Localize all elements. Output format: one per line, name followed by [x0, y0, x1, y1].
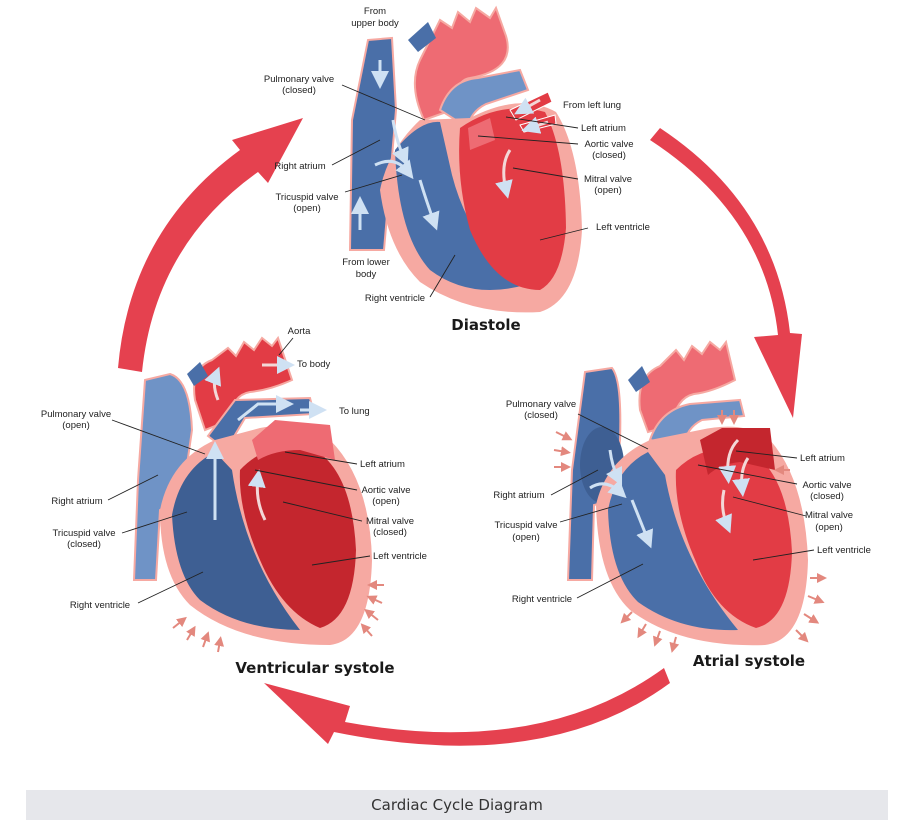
caption-text: Cardiac Cycle Diagram: [371, 796, 543, 814]
label-aortic-valve: Aortic valve: [361, 485, 410, 496]
label-left-ventricle: Left ventricle: [373, 551, 427, 562]
label-to-lung: To lung: [339, 406, 370, 417]
label-pulmonary-valve-state: (closed): [524, 410, 558, 421]
label-from-lower-body-2: body: [356, 269, 377, 280]
title-atrial-systole: Atrial systole: [693, 652, 805, 670]
label-right-atrium: Right atrium: [493, 490, 544, 501]
caption-bar: Cardiac Cycle Diagram: [26, 790, 888, 820]
label-mitral-valve: Mitral valve: [805, 510, 853, 521]
label-right-ventricle: Right ventricle: [512, 594, 572, 605]
label-tricuspid-valve-state: (open): [512, 532, 539, 543]
label-tricuspid-valve: Tricuspid valve: [52, 528, 115, 539]
label-mitral-valve-state: (closed): [373, 527, 407, 538]
label-from-upper-body-2: upper body: [351, 18, 399, 29]
cycle-arrow-to-atrial-systole: [650, 128, 802, 418]
label-left-atrium: Left atrium: [581, 123, 626, 134]
label-right-atrium: Right atrium: [274, 161, 325, 172]
label-mitral-valve: Mitral valve: [366, 516, 414, 527]
label-left-ventricle: Left ventricle: [596, 222, 650, 233]
label-right-ventricle: Right ventricle: [70, 600, 130, 611]
label-mitral-valve: Mitral valve: [584, 174, 632, 185]
label-right-ventricle: Right ventricle: [365, 293, 425, 304]
label-pulmonary-valve-state: (closed): [282, 85, 316, 96]
title-ventricular-systole: Ventricular systole: [235, 659, 394, 677]
label-pulmonary-valve: Pulmonary valve: [506, 399, 576, 410]
label-aortic-valve: Aortic valve: [802, 480, 851, 491]
label-aorta: Aorta: [288, 326, 311, 337]
label-tricuspid-valve-state: (open): [293, 203, 320, 214]
label-from-left-lung: From left lung: [563, 100, 621, 111]
label-left-atrium: Left atrium: [360, 459, 405, 470]
label-left-atrium: Left atrium: [800, 453, 845, 464]
label-pulmonary-valve: Pulmonary valve: [41, 409, 111, 420]
heart-diastole: [348, 5, 582, 313]
label-pulmonary-valve: Pulmonary valve: [264, 74, 334, 85]
label-pulmonary-valve-state: (open): [62, 420, 89, 431]
label-aortic-valve-state: (closed): [592, 150, 626, 161]
title-diastole: Diastole: [451, 316, 520, 334]
diastole-labels: From upper body Pulmonary valve (closed)…: [264, 6, 650, 334]
label-aortic-valve-state: (open): [372, 496, 399, 507]
label-aortic-valve: Aortic valve: [584, 139, 633, 150]
label-from-upper-body: From: [364, 6, 386, 17]
label-tricuspid-valve: Tricuspid valve: [275, 192, 338, 203]
label-to-body: To body: [297, 359, 331, 370]
label-tricuspid-valve-state: (closed): [67, 539, 101, 550]
label-mitral-valve-state: (open): [594, 185, 621, 196]
ventricular-systole-labels: Aorta To body To lung Pulmonary valve (o…: [41, 326, 427, 677]
label-tricuspid-valve: Tricuspid valve: [494, 520, 557, 531]
label-from-lower-body: From lower: [342, 257, 390, 268]
label-right-atrium: Right atrium: [51, 496, 102, 507]
cycle-arrow-to-diastole: [118, 118, 303, 372]
atrial-systole-labels: Pulmonary valve (closed) Right atrium Tr…: [493, 399, 870, 670]
cycle-arrow-to-ventricular-systole: [264, 668, 670, 746]
heart-ventricular-systole: [132, 335, 384, 653]
cycle-arrows: [118, 118, 802, 746]
label-left-ventricle: Left ventricle: [817, 545, 871, 556]
label-aortic-valve-state: (closed): [810, 491, 844, 502]
label-mitral-valve-state: (open): [815, 522, 842, 533]
